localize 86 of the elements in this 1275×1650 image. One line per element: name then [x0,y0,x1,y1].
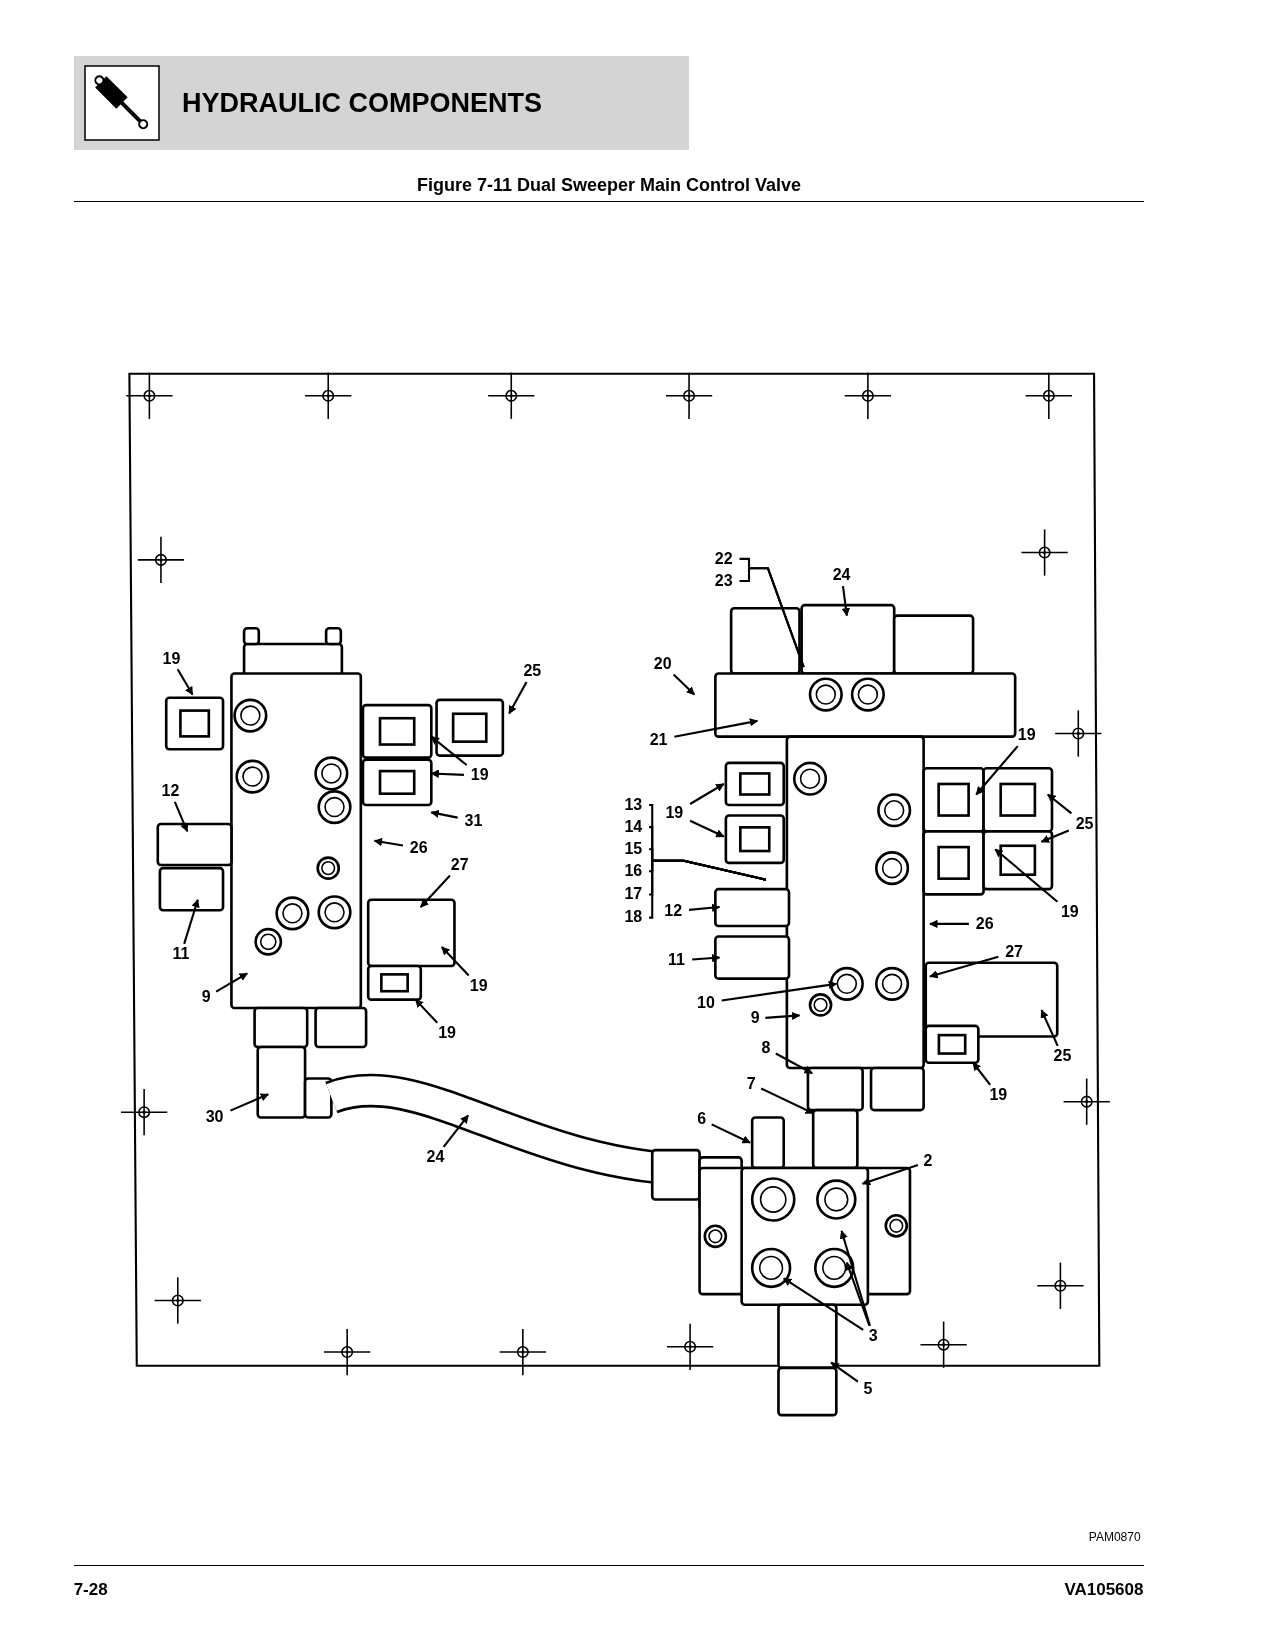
leader-line [430,769,464,778]
callout-number: 12 [664,903,683,919]
callout-number: 11 [667,952,685,969]
header-band [74,56,689,150]
leader-line [760,1087,814,1115]
callout-number: 30 [205,1109,224,1126]
callout-number: 12 [161,783,180,800]
callout-number: 9 [201,989,211,1006]
leader-line [839,1230,871,1327]
leader-line [711,1123,751,1144]
leader-line [692,953,721,963]
callout-number: 25 [523,663,542,680]
page-footer-text: 7-28 [73,1581,108,1599]
leader-line [689,783,725,805]
callout-number: 27 [1005,944,1023,961]
leader-line [414,998,438,1024]
leader-line [721,980,838,1002]
drawing-number: PAM0870 [1088,1530,1141,1543]
callout-number: 26 [975,915,994,932]
figure-title: Figure 7-11 Dual Sweeper Main Control Valve [415,174,803,197]
callout-number: 21 [649,731,668,748]
callout-number: 5 [863,1380,873,1397]
section-heading: HYDRAULIC COMPONENTS [182,86,542,120]
leader-line [176,668,194,696]
leader-line [173,801,189,833]
callout-number: 9 [750,1010,760,1027]
leader-line [688,903,721,912]
callout-number: 26 [409,839,428,856]
leader-line [830,1361,859,1383]
callout-number: 11 [172,946,190,963]
leader-line [689,819,725,838]
leader-line [929,919,969,929]
callout-number: 2 [923,1153,933,1170]
callout-number: 6 [697,1111,707,1128]
leader-line [508,681,528,715]
callout-number: 31 [464,812,483,829]
leader-line [672,673,696,696]
callout-number: 19 [438,1025,456,1042]
callout-number: 27 [450,856,469,873]
leader-line [430,735,468,766]
leader-line [183,898,200,945]
callout-number: 19 [1060,904,1079,921]
callout-number: 10 [697,994,715,1011]
callout-number: 23 [714,572,733,589]
leader-line [1047,793,1073,815]
callout-number: 19 [469,977,488,994]
leader-line [1040,829,1070,843]
callout-number: 19 [162,650,181,667]
leader-line [845,1261,871,1327]
callout-number: 16 [624,863,643,880]
callout-number: 20 [653,655,672,672]
callout-number: 17 [624,886,643,903]
leader-line [229,1093,270,1112]
callout-number: 19 [665,805,684,822]
leader-line [972,1062,991,1086]
callout-number: 19 [989,1087,1008,1104]
leader-line [441,946,470,977]
leader-line [841,586,851,617]
callout-number: 14 [624,818,643,835]
leader-line [442,1114,469,1148]
callout-number: 3 [868,1328,878,1344]
callout-number: 24 [426,1149,445,1166]
callout-number: 15 [624,840,643,857]
leader-line [975,745,1019,796]
leader-line [430,809,458,819]
leader-line [420,874,451,908]
leader-line [649,859,767,919]
leader-line [373,837,404,847]
callout-number: 24 [832,567,851,584]
leader-line [765,1011,801,1021]
leader-line [1040,1009,1059,1047]
leader-line [674,718,759,738]
page-footer-text: VA105608 [1064,1581,1144,1599]
callout-number: 22 [714,550,733,567]
callout-number: 19 [470,767,489,784]
callout-number: 25 [1053,1048,1072,1065]
callout-number: 8 [761,1039,771,1056]
leader-line [775,1052,813,1075]
callout-number: 18 [624,909,643,926]
callout-number: 13 [624,796,643,813]
leader-line [929,955,999,979]
callout-number: 7 [746,1075,756,1092]
callout-number: 19 [1017,727,1036,744]
callout-number: 25 [1075,815,1094,832]
leader-line [783,1277,864,1331]
leader-line [215,972,248,993]
